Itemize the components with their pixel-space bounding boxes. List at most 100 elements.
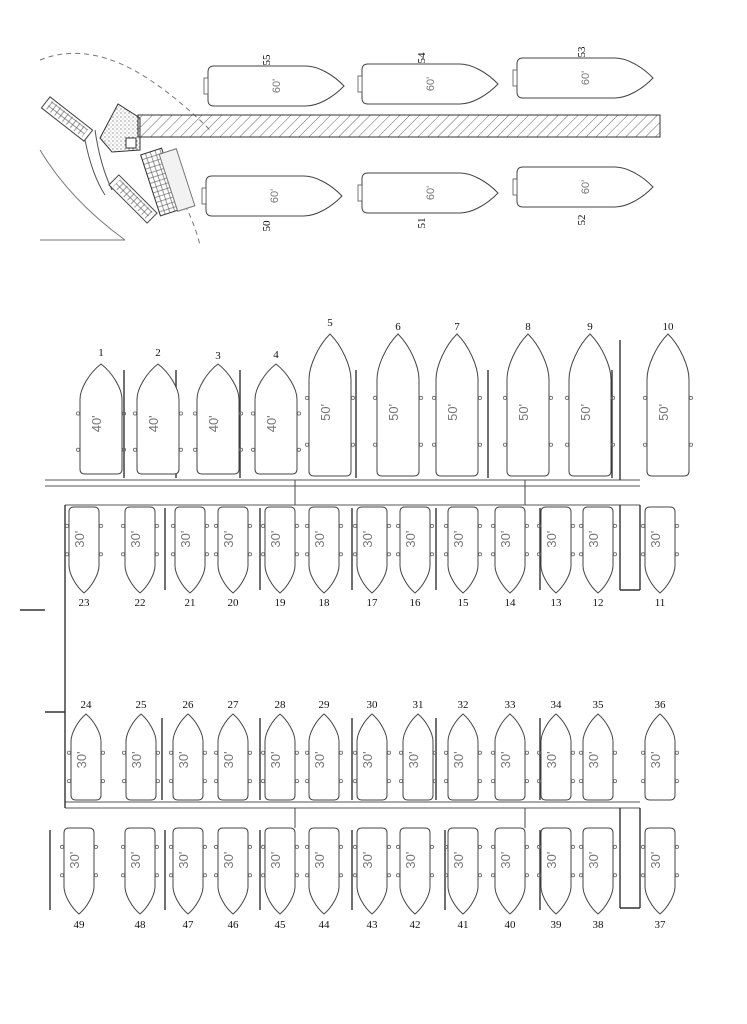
slip-number: 31 <box>413 699 424 711</box>
slip-12[interactable]: 30'12 <box>579 506 618 609</box>
slip-19-hull <box>264 506 296 594</box>
cleat-marker <box>418 442 423 447</box>
cleat-marker <box>579 844 584 849</box>
slip-52[interactable]: 60'52 <box>512 166 654 226</box>
slip-18[interactable]: 30'18 <box>304 506 343 609</box>
cleat-marker <box>613 750 618 755</box>
slip-30[interactable]: 30'30 <box>352 699 391 801</box>
slip-49[interactable]: 30'49 <box>60 827 99 931</box>
slip-24[interactable]: 30'24 <box>67 699 106 801</box>
slip-10[interactable]: 50'10 <box>643 321 694 477</box>
slip-1[interactable]: 40'1 <box>76 347 127 475</box>
slip-29[interactable]: 30'29 <box>304 699 343 801</box>
slip-21-hull <box>174 506 206 594</box>
slip-48[interactable]: 30'48 <box>121 827 159 931</box>
slip-1-hull <box>79 363 123 475</box>
cleat-marker <box>443 523 448 528</box>
slip-6[interactable]: 50'6 <box>372 321 423 477</box>
slip-32[interactable]: 30'32 <box>443 699 482 801</box>
cleat-marker <box>170 552 175 557</box>
slip-51[interactable]: 60'51 <box>357 172 499 229</box>
slip-38[interactable]: 30'38 <box>579 827 618 931</box>
cleat-marker <box>490 873 495 878</box>
slip-number: 42 <box>410 919 421 931</box>
cleat-marker <box>65 523 70 528</box>
slip-size-label: 30' <box>451 531 466 548</box>
slip-number: 51 <box>416 218 428 229</box>
slip-31[interactable]: 30'31 <box>398 699 437 801</box>
slip-53[interactable]: 60'53 <box>512 46 654 99</box>
cleat-marker <box>477 779 482 784</box>
slip-21[interactable]: 30'21 <box>170 506 209 609</box>
cleat-marker <box>429 552 434 557</box>
slip-19[interactable]: 30'19 <box>260 506 299 609</box>
slip-20[interactable]: 30'20 <box>213 506 252 609</box>
slip-27[interactable]: 30'27 <box>213 699 252 801</box>
cleat-marker <box>76 411 81 416</box>
cleat-marker <box>202 873 207 878</box>
slip-11[interactable]: 30'11 <box>641 506 680 609</box>
slip-14[interactable]: 30'14 <box>490 506 530 609</box>
slip-22[interactable]: 30'22 <box>121 506 159 609</box>
cleat-marker <box>250 447 255 452</box>
cleat-marker <box>155 750 160 755</box>
cleat-marker <box>304 442 309 447</box>
slip-5[interactable]: 50'5 <box>304 317 355 477</box>
slip-45[interactable]: 30'45 <box>260 827 299 931</box>
slip-3[interactable]: 40'3 <box>192 350 243 475</box>
slip-54[interactable]: 60'54 <box>357 52 499 105</box>
slip-size-label: 30' <box>586 852 601 869</box>
slip-9[interactable]: 50'9 <box>565 321 616 477</box>
slip-44[interactable]: 30'44 <box>304 827 343 931</box>
slip-26[interactable]: 30'26 <box>168 699 207 801</box>
cleat-marker <box>101 750 106 755</box>
slip-15[interactable]: 30'15 <box>443 506 482 609</box>
cleat-marker <box>443 844 448 849</box>
slip-size-label: 40' <box>264 415 279 432</box>
slip-37[interactable]: 30'37 <box>641 827 680 931</box>
cleat-marker <box>571 873 576 878</box>
slip-number: 37 <box>655 919 667 931</box>
slip-39[interactable]: 30'39 <box>537 827 576 931</box>
slip-size-label: 30' <box>586 751 601 768</box>
slip-34[interactable]: 30'34 <box>537 699 576 801</box>
slip-25[interactable]: 30'25 <box>122 699 160 801</box>
slip-number: 53 <box>576 46 588 58</box>
slip-43[interactable]: 30'43 <box>352 827 391 931</box>
cleat-marker <box>490 844 495 849</box>
slip-2[interactable]: 40'2 <box>132 347 183 475</box>
slip-size-label: 30' <box>586 531 601 548</box>
slip-size-label: 30' <box>176 852 191 869</box>
slip-42[interactable]: 30' 42 <box>395 827 434 931</box>
slip-16[interactable]: 30'16 <box>395 506 434 609</box>
slip-17[interactable]: 30'17 <box>352 506 391 609</box>
slip-55[interactable]: 60'55 <box>203 54 345 107</box>
slip-33[interactable]: 30'33 <box>490 699 530 801</box>
slip-40[interactable]: 30'40 <box>490 827 530 931</box>
slip-35[interactable]: 30'35 <box>579 699 618 801</box>
cleat-marker <box>168 779 173 784</box>
slip-size-label: 40' <box>206 415 221 432</box>
slip-47[interactable]: 30'47 <box>168 827 207 931</box>
slip-size-label: 30' <box>221 751 236 768</box>
cleat-marker <box>641 750 646 755</box>
slip-28[interactable]: 30'28 <box>260 699 299 801</box>
slip-7[interactable]: 50'7 <box>431 321 482 477</box>
slip-13[interactable]: 30'13 <box>537 506 576 609</box>
slip-50[interactable]: 60'50 <box>201 175 343 232</box>
cleat-marker <box>304 873 309 878</box>
slip-46[interactable]: 30'46 <box>213 827 252 931</box>
slip-size-label: 30' <box>403 852 418 869</box>
slip-36[interactable]: 30'36 <box>641 699 680 801</box>
cleat-marker <box>490 779 495 784</box>
cleat-marker <box>338 750 343 755</box>
parking-bay-upper <box>40 96 94 142</box>
slip-size-label: 40' <box>89 415 104 432</box>
slip-45-hull <box>264 827 296 915</box>
slip-23[interactable]: 30'23 <box>65 506 104 609</box>
slip-8[interactable]: 50'8 <box>502 321 554 477</box>
slip-4[interactable]: 40'4 <box>250 349 301 475</box>
slip-41[interactable]: 30'41 <box>443 827 482 931</box>
